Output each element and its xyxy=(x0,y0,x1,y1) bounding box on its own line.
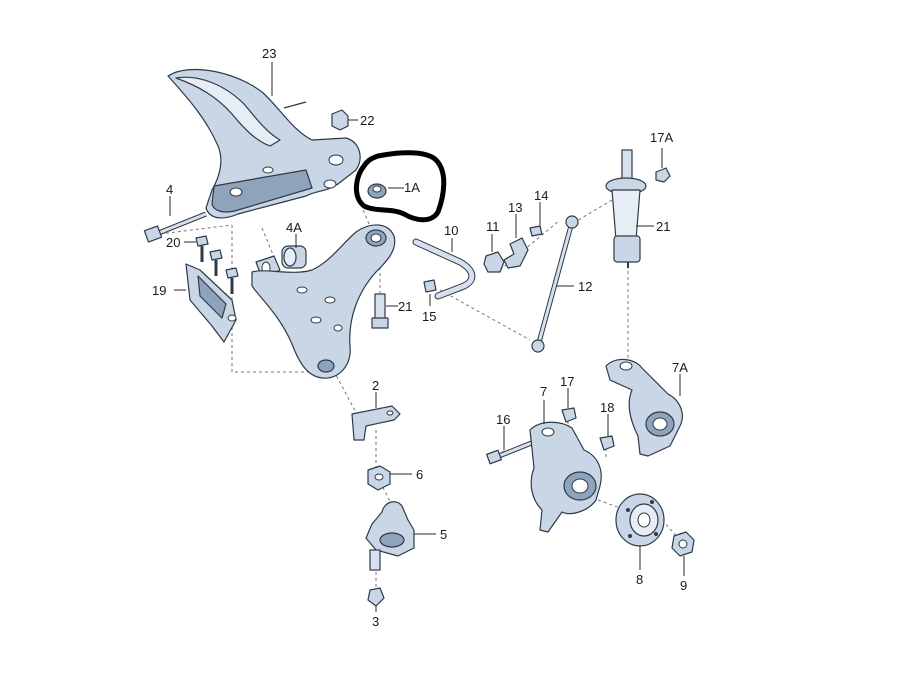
callout-12: 12 xyxy=(578,279,592,294)
callout-13: 13 xyxy=(508,200,522,215)
clamp-13 xyxy=(503,237,529,269)
callout-11: 11 xyxy=(486,219,500,234)
nut-14 xyxy=(529,225,543,237)
highlight-marker xyxy=(354,150,447,223)
leader-lines xyxy=(169,62,685,612)
control-arm xyxy=(251,224,396,379)
wheel-bearing-housing-7 xyxy=(529,421,602,533)
callout-21-strut: 21 xyxy=(656,219,670,234)
callout-20: 20 xyxy=(166,235,180,250)
nut-3 xyxy=(367,587,385,607)
bolt-21-arm xyxy=(371,293,389,329)
ball-joint-5 xyxy=(365,501,415,571)
callout-4: 4 xyxy=(166,182,173,197)
nut-17 xyxy=(561,407,577,423)
nut-15 xyxy=(423,279,437,293)
nut-17A xyxy=(655,167,671,183)
callout-8: 8 xyxy=(636,572,643,587)
strut-21 xyxy=(605,149,647,268)
callout-labels: 23 22 1A 4 20 4A 19 21 10 11 13 14 15 12… xyxy=(152,46,688,629)
callout-16: 16 xyxy=(496,412,510,427)
bracket-19 xyxy=(185,263,237,343)
wheel-hub-8 xyxy=(615,493,665,547)
bushing-1A xyxy=(367,183,387,199)
bolt-4 xyxy=(143,211,207,243)
callout-6: 6 xyxy=(416,467,423,482)
bushing-11 xyxy=(483,251,505,273)
callout-17: 17 xyxy=(560,374,574,389)
callout-21-arm: 21 xyxy=(398,299,412,314)
coupling-rod-12 xyxy=(531,215,579,353)
bolt-16 xyxy=(486,439,535,465)
callout-19: 19 xyxy=(152,283,166,298)
subframe xyxy=(167,68,361,219)
assembly-dashed-lines xyxy=(159,187,681,588)
stabilizer-bar-10 xyxy=(412,238,476,300)
nut-18 xyxy=(599,435,615,451)
callout-23: 23 xyxy=(262,46,276,61)
callout-15: 15 xyxy=(422,309,436,324)
callout-3: 3 xyxy=(372,614,379,629)
nut-6 xyxy=(367,465,391,491)
callout-7A: 7A xyxy=(672,360,688,375)
bracket-2 xyxy=(351,405,401,441)
callout-18: 18 xyxy=(600,400,614,415)
callout-22: 22 xyxy=(360,113,374,128)
wheel-bearing-housing-7A xyxy=(605,358,683,457)
callout-17A: 17A xyxy=(650,130,673,145)
callout-5: 5 xyxy=(440,527,447,542)
callout-14: 14 xyxy=(534,188,548,203)
bolts-20 xyxy=(195,235,239,294)
callout-10: 10 xyxy=(444,223,458,238)
hub-nut-9 xyxy=(671,531,695,557)
callout-2: 2 xyxy=(372,378,379,393)
callout-7: 7 xyxy=(540,384,547,399)
callout-9: 9 xyxy=(680,578,687,593)
callout-4A: 4A xyxy=(286,220,302,235)
nut-22 xyxy=(331,109,349,131)
callout-1A: 1A xyxy=(404,180,420,195)
